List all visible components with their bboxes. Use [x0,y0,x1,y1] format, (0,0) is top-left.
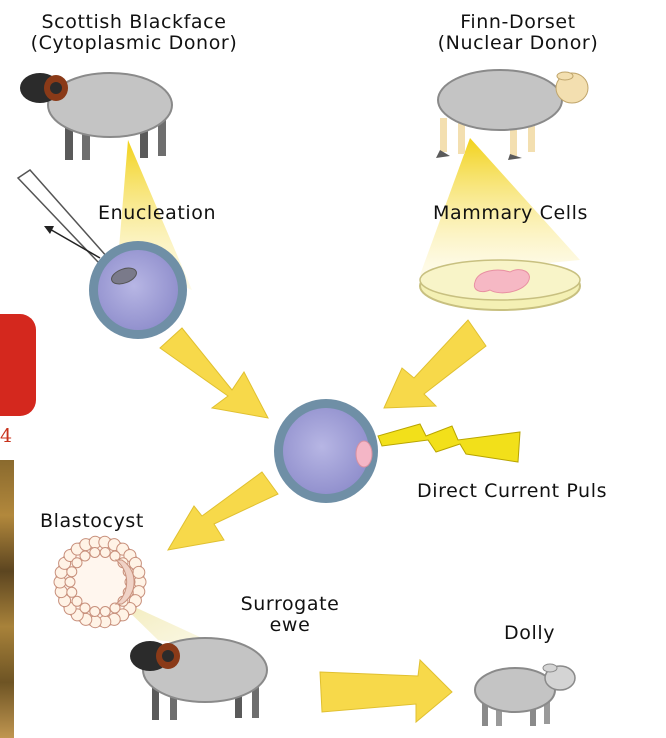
arrow-fusion-to-blastocyst [168,472,278,550]
nuclear-donor-line2: (Nuclear Donor) [406,33,630,54]
surrogate-line2: ewe [214,615,366,636]
petri-dish-icon [420,260,580,310]
scottish-blackface-sheep-icon [20,73,172,160]
direct-current-pulse-label: Direct Current Puls [417,481,607,502]
arrow-enucleation-to-fusion [160,328,268,418]
blastocyst-icon [54,536,146,627]
cytoplasmic-donor-line2: (Cytoplasmic Donor) [14,33,254,54]
cytoplasmic-donor-line1: Scottish Blackface [14,12,254,33]
enucleated-egg-cell-icon [89,241,187,339]
arrow-mammary-to-fusion [384,320,486,408]
nuclear-donor-label: Finn-Dorset (Nuclear Donor) [406,12,630,54]
enucleation-label: Enucleation [98,203,216,224]
cytoplasmic-donor-label: Scottish Blackface (Cytoplasmic Donor) [14,12,254,54]
surrogate-line1: Surrogate [214,594,366,615]
finn-dorset-sheep-icon [436,70,588,160]
fused-cell-icon [274,399,378,503]
blastocyst-label: Blastocyst [40,511,144,532]
surrogate-ewe-label: Surrogate ewe [214,594,366,636]
dolly-label: Dolly [504,623,555,644]
arrow-surrogate-to-dolly [320,660,452,722]
mammary-cells-label: Mammary Cells [433,203,588,224]
dolly-lamb-icon [475,664,575,726]
surrogate-ewe-sheep-icon [130,638,267,720]
electric-pulse-icon [378,424,520,462]
nuclear-donor-line1: Finn-Dorset [406,12,630,33]
pipette-icon [18,170,108,262]
